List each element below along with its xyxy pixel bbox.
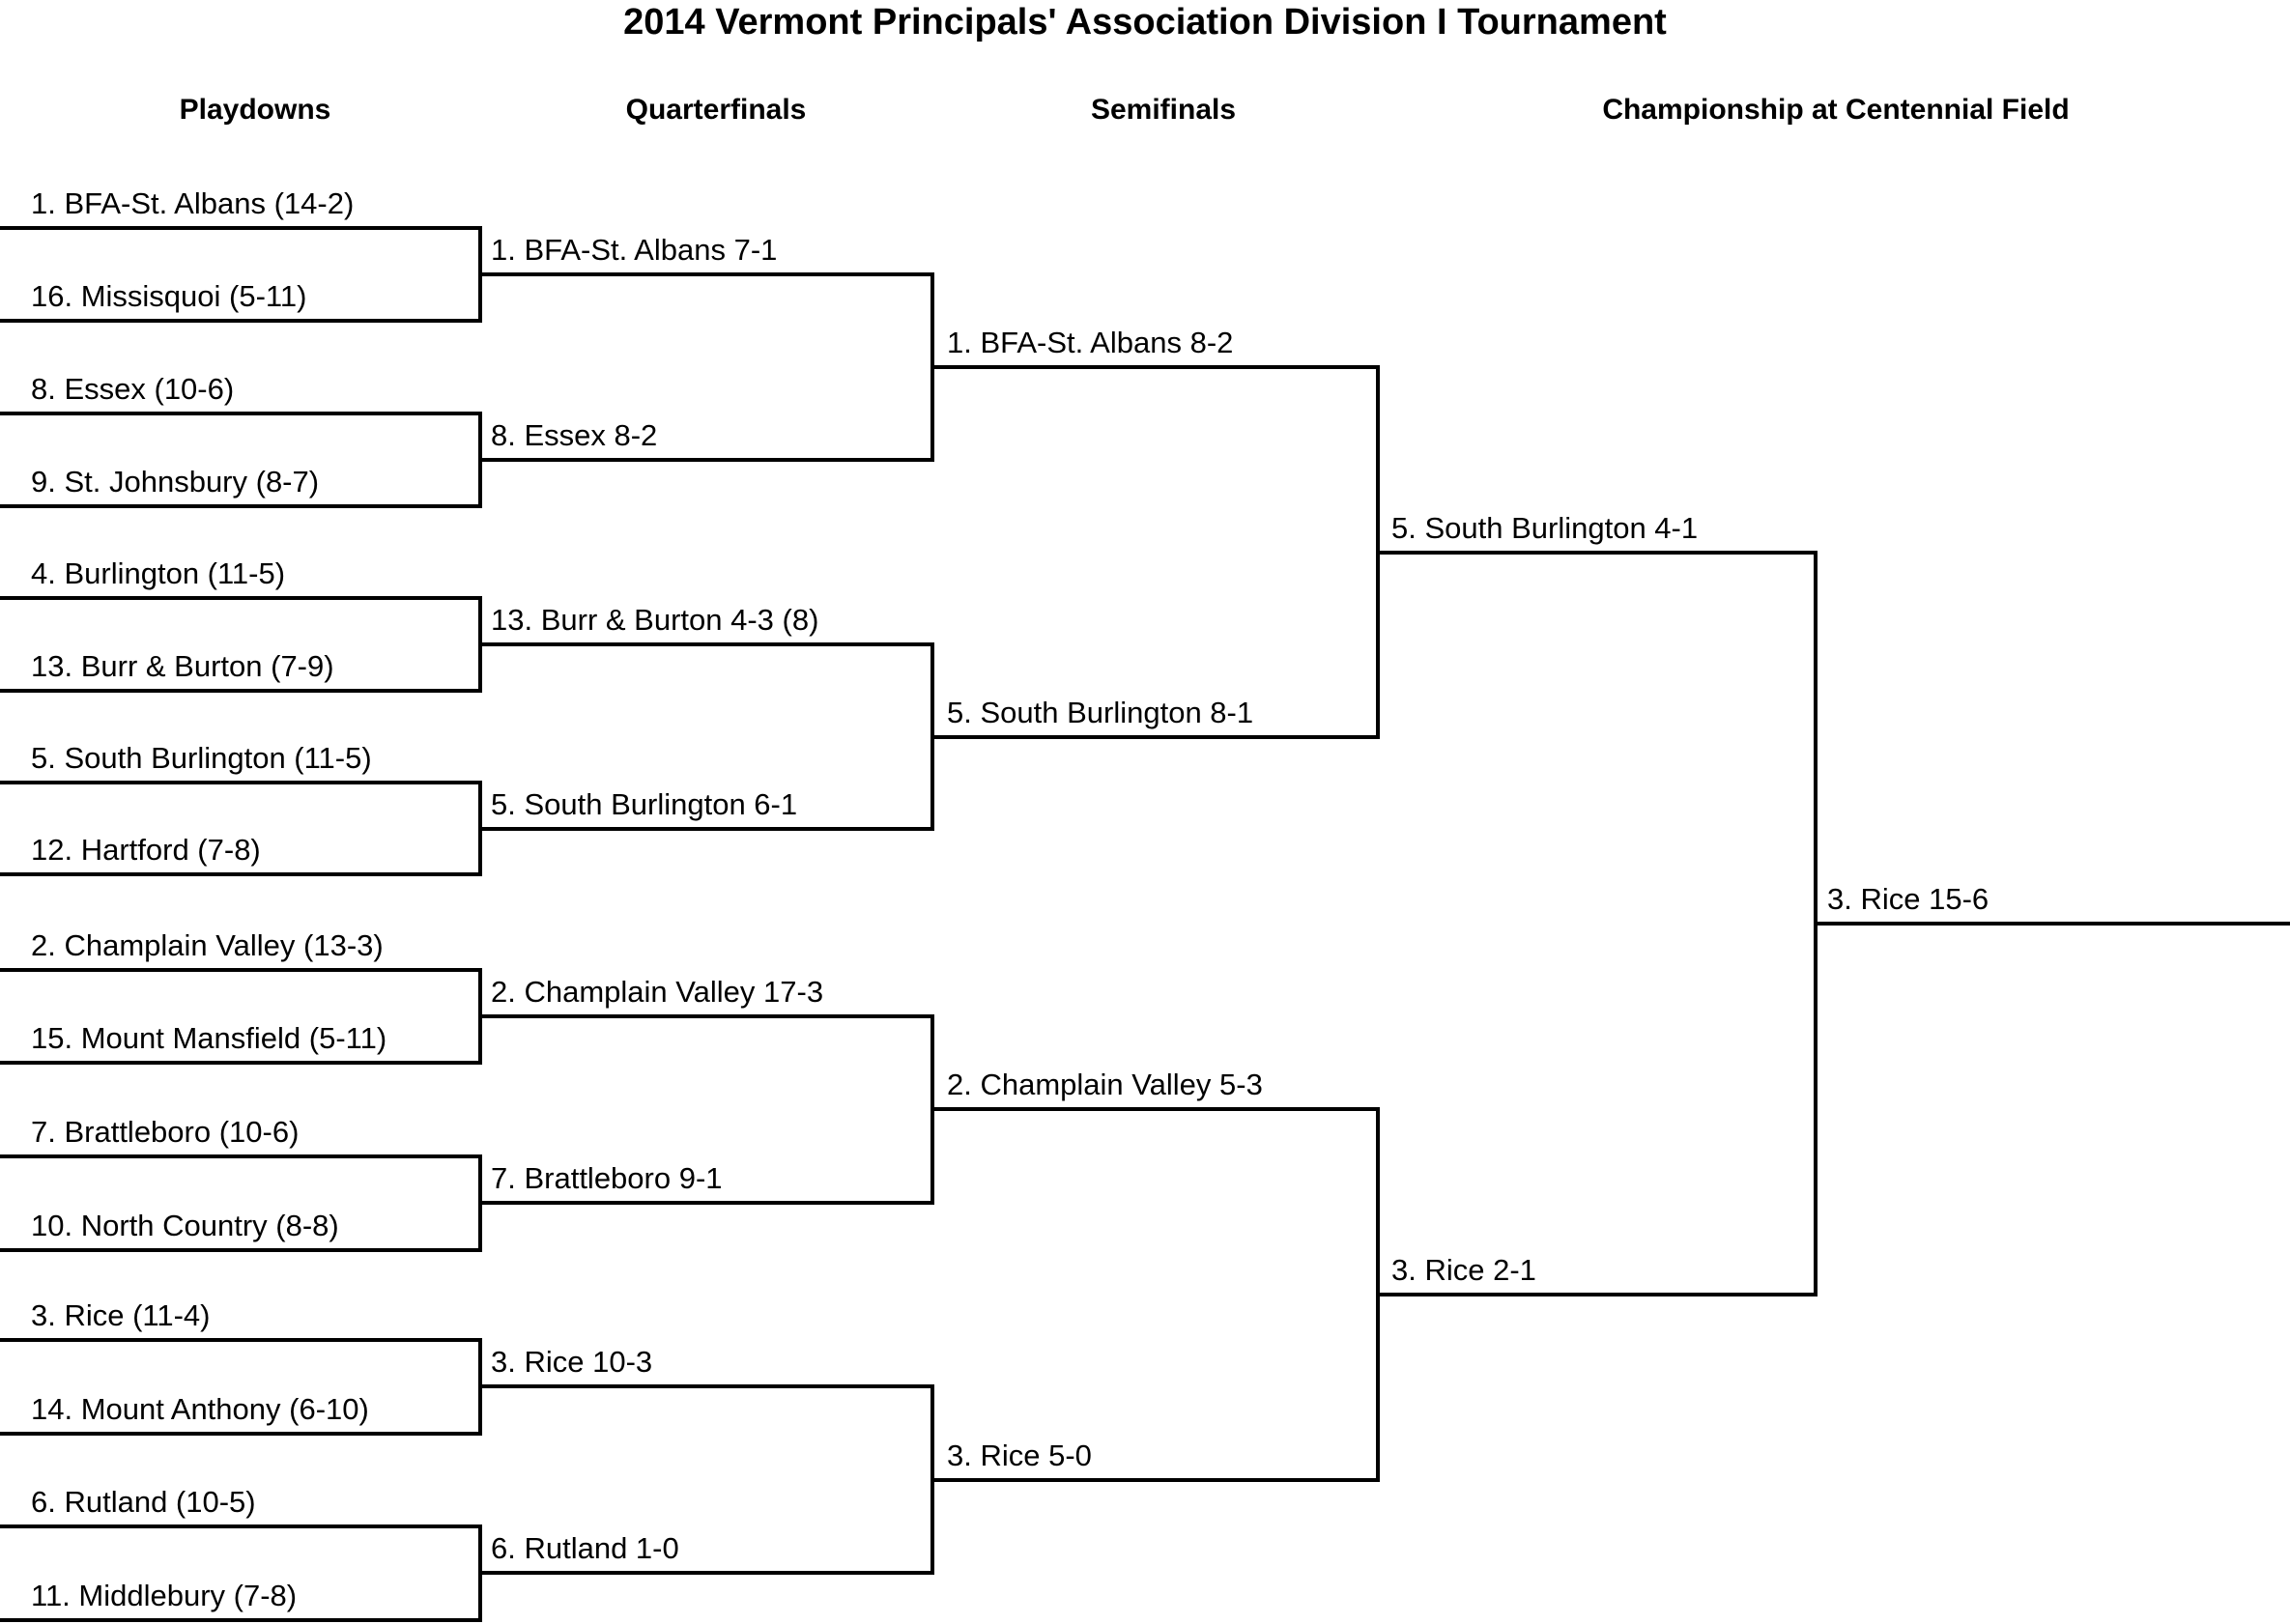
bracket-hline <box>478 642 934 646</box>
round-header-playdowns: Playdowns <box>179 94 331 126</box>
bracket-hline <box>478 827 934 831</box>
bracket-hline <box>1376 1293 1818 1296</box>
team-label-playdown-10: 10. North Country (8-8) <box>31 1209 339 1242</box>
bracket-hline <box>478 1014 934 1018</box>
team-label-playdown-5: 5. South Burlington (11-5) <box>31 741 372 775</box>
team-label-playdown-6: 6. Rutland (10-5) <box>31 1485 256 1519</box>
team-label-playdown-3: 3. Rice (11-4) <box>31 1298 211 1332</box>
bracket-hline <box>930 1478 1380 1482</box>
bracket-hline <box>0 968 482 972</box>
bracket-hline <box>0 596 482 600</box>
team-label-playdown-15: 15. Mount Mansfield (5-11) <box>31 1021 387 1055</box>
bracket-hline <box>0 1524 482 1528</box>
bracket-hline <box>0 1618 482 1622</box>
bracket-hline <box>0 412 482 415</box>
team-label-playdown-4: 4. Burlington (11-5) <box>31 556 286 590</box>
champion-label: 3. Rice 15-6 <box>1827 882 1989 916</box>
bracket-hline <box>478 272 934 276</box>
bracket-hline <box>478 458 934 462</box>
bracket-hline <box>478 1201 934 1205</box>
bracket-hline <box>1814 922 2290 926</box>
team-label-finalist-2: 3. Rice 2-1 <box>1391 1253 1536 1287</box>
team-label-quarterfinal-4: 5. South Burlington 6-1 <box>491 787 798 821</box>
team-label-playdown-8: 8. Essex (10-6) <box>31 372 235 406</box>
team-label-playdown-16: 16. Missisquoi (5-11) <box>31 279 307 313</box>
round-header-quarterfinals: Quarterfinals <box>625 94 807 126</box>
round-header-semifinals: Semifinals <box>1090 94 1237 126</box>
team-label-playdown-12: 12. Hartford (7-8) <box>31 833 261 867</box>
bracket-hline <box>930 365 1380 369</box>
bracket-hline <box>0 319 482 323</box>
bracket-hline <box>0 689 482 693</box>
bracket-hline <box>478 1571 934 1575</box>
team-label-finalist-1: 5. South Burlington 4-1 <box>1391 511 1699 545</box>
bracket-hline <box>0 504 482 508</box>
bracket-hline <box>930 735 1380 739</box>
team-label-semifinal-3: 2. Champlain Valley 5-3 <box>947 1068 1263 1101</box>
team-label-playdown-13: 13. Burr & Burton (7-9) <box>31 649 334 683</box>
team-label-quarterfinal-3: 13. Burr & Burton 4-3 (8) <box>491 603 819 637</box>
team-label-quarterfinal-2: 8. Essex 8-2 <box>491 418 658 452</box>
bracket-hline <box>0 781 482 784</box>
bracket-hline <box>0 1338 482 1342</box>
tournament-title: 2014 Vermont Principals' Association Div… <box>623 2 1667 43</box>
bracket-hline <box>1376 551 1818 555</box>
team-label-semifinal-2: 5. South Burlington 8-1 <box>947 696 1254 729</box>
team-label-playdown-9: 9. St. Johnsbury (8-7) <box>31 465 320 499</box>
bracket-hline <box>0 226 482 230</box>
team-label-playdown-14: 14. Mount Anthony (6-10) <box>31 1392 369 1426</box>
bracket-hline <box>0 872 482 876</box>
team-label-quarterfinal-5: 2. Champlain Valley 17-3 <box>491 975 824 1009</box>
team-label-playdown-1: 1. BFA-St. Albans (14-2) <box>31 186 355 220</box>
round-header-championship: Championship at Centennial Field <box>1602 94 2070 126</box>
bracket-hline <box>478 1384 934 1388</box>
team-label-quarterfinal-1: 1. BFA-St. Albans 7-1 <box>491 233 778 267</box>
team-label-semifinal-1: 1. BFA-St. Albans 8-2 <box>947 326 1234 359</box>
team-label-quarterfinal-7: 3. Rice 10-3 <box>491 1345 653 1379</box>
bracket-hline <box>0 1061 482 1065</box>
bracket-hline <box>0 1154 482 1158</box>
bracket-hline <box>930 1107 1380 1111</box>
team-label-quarterfinal-8: 6. Rutland 1-0 <box>491 1531 679 1565</box>
team-label-playdown-7: 7. Brattleboro (10-6) <box>31 1115 300 1149</box>
team-label-semifinal-4: 3. Rice 5-0 <box>947 1439 1092 1472</box>
team-label-quarterfinal-6: 7. Brattleboro 9-1 <box>491 1161 723 1195</box>
bracket-hline <box>0 1248 482 1252</box>
bracket-hline <box>0 1432 482 1436</box>
team-label-playdown-2: 2. Champlain Valley (13-3) <box>31 928 384 962</box>
team-label-playdown-11: 11. Middlebury (7-8) <box>31 1579 298 1612</box>
